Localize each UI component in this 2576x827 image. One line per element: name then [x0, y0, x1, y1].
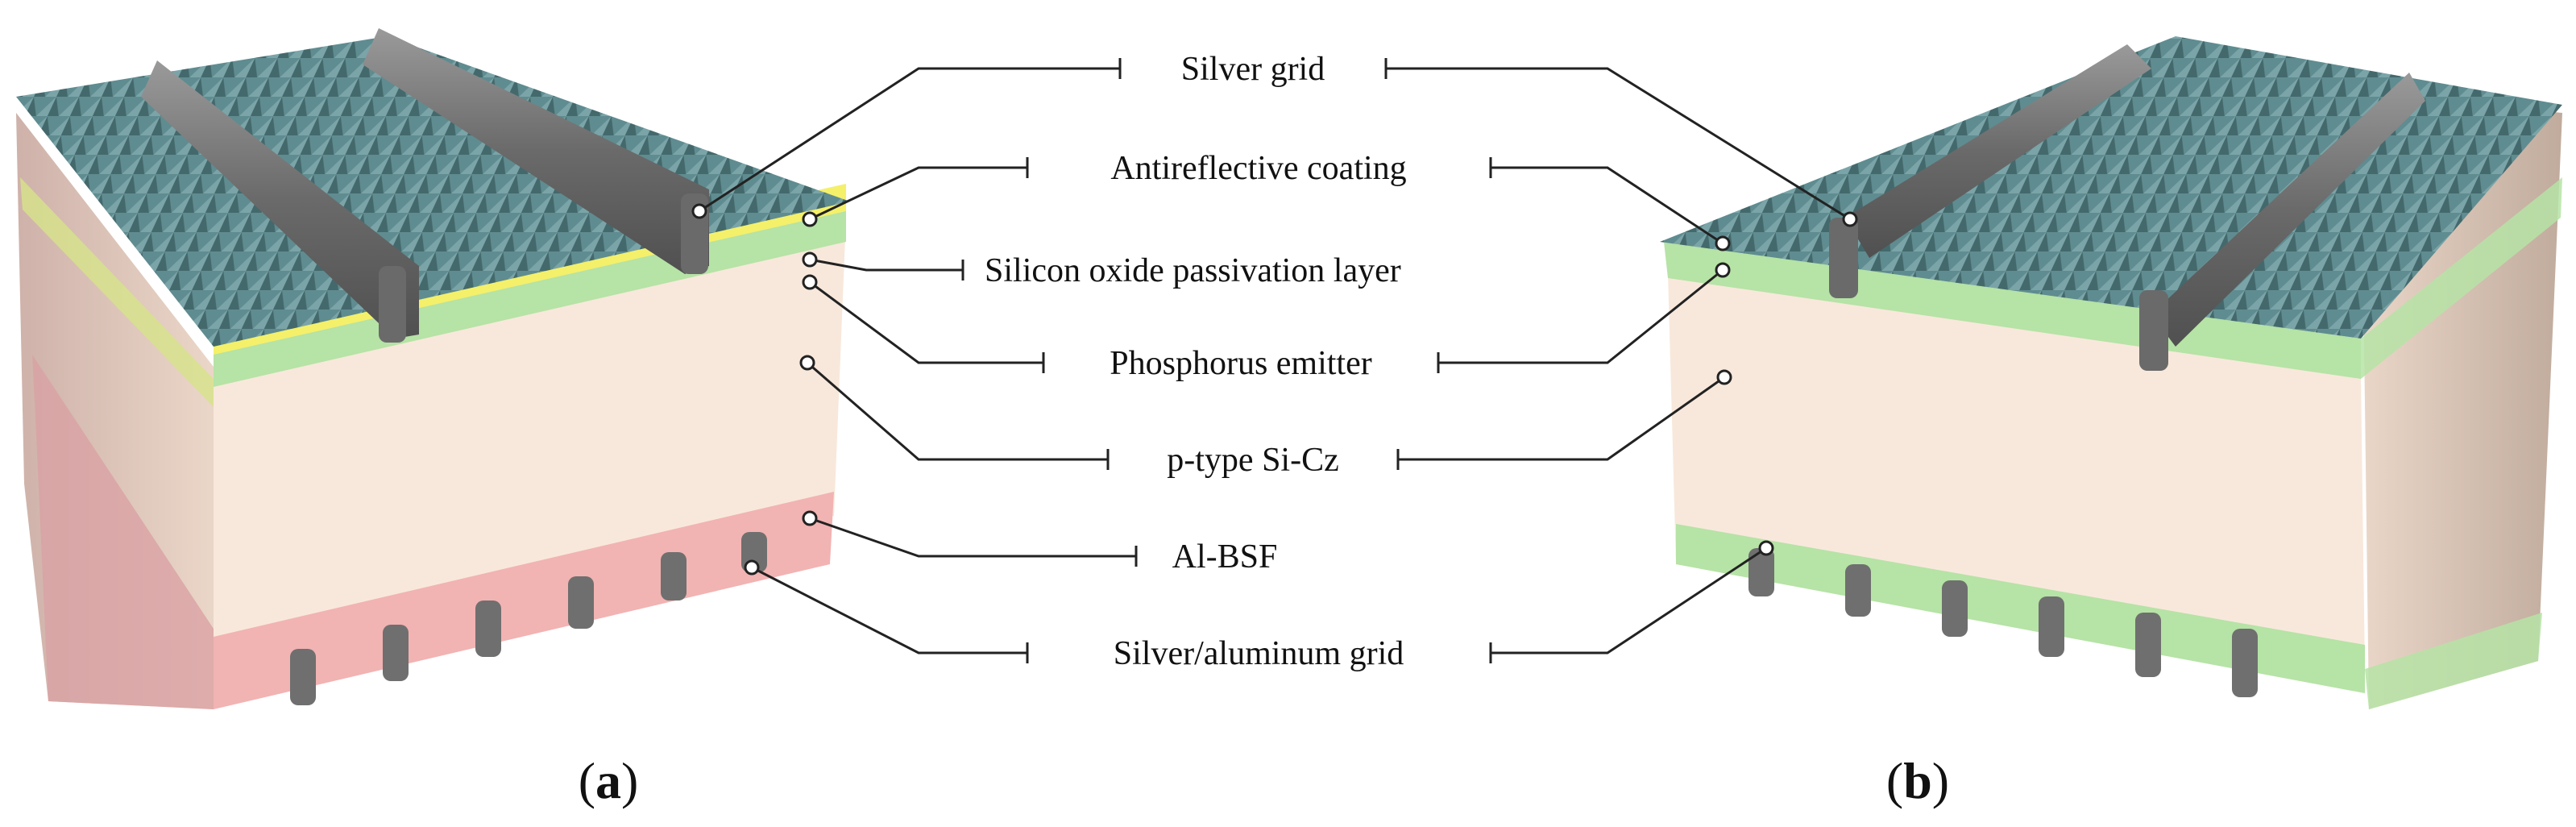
- cell-b-silver-grid: [1829, 44, 2425, 371]
- caption-a: (a): [579, 752, 639, 809]
- caption-b: (b): [1886, 752, 1949, 809]
- label-antireflective-coating: Antireflective coating: [1110, 150, 1406, 187]
- label-silver-grid: Silver grid: [1181, 51, 1325, 88]
- cell-a-side-emitter: [20, 177, 214, 407]
- cell-a: [16, 28, 850, 709]
- layer-labels: Silver grid Antireflective coating Silic…: [985, 51, 1407, 672]
- cell-b-textured-top: [1660, 36, 2562, 339]
- cell-b: [1660, 36, 2562, 709]
- label-phosphorus-emitter: Phosphorus emitter: [1110, 345, 1371, 382]
- cell-a-side-bsf: [32, 355, 214, 709]
- cell-a-rear-grid: [290, 532, 767, 705]
- label-p-type-si-cz: p-type Si-Cz: [1167, 442, 1338, 479]
- cell-b-rear-grid: [1748, 548, 2258, 697]
- leader-anchor-dots: [691, 203, 1858, 576]
- cell-a-al-bsf: [214, 492, 834, 709]
- label-silver-aluminum-grid: Silver/aluminum grid: [1114, 635, 1404, 672]
- cell-b-side-bottom: [2365, 613, 2542, 709]
- label-silicon-oxide-passivation: Silicon oxide passivation layer: [985, 252, 1401, 289]
- cell-b-side-emitter: [2361, 177, 2562, 379]
- label-al-bsf: Al-BSF: [1172, 538, 1278, 576]
- leader-lines: [699, 58, 1851, 663]
